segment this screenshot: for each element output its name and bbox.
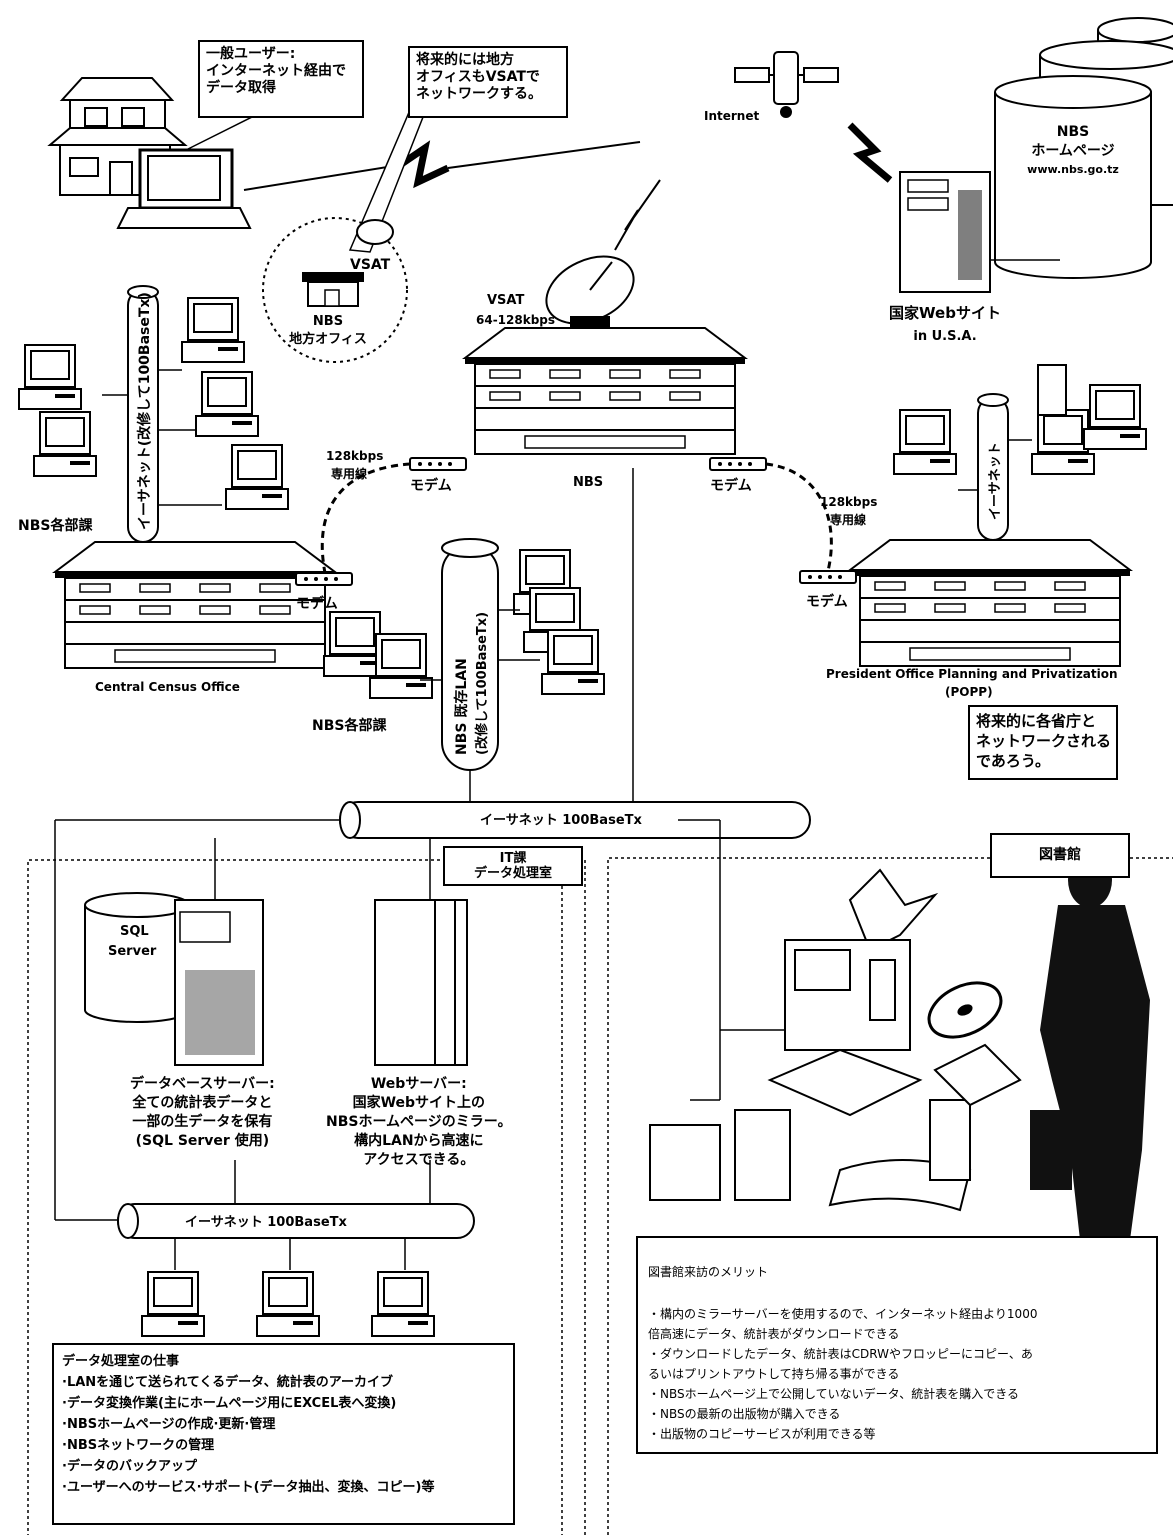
dp-box-item: ·データ変換作業(主にホームページ用にEXCEL表へ変換) — [62, 1396, 397, 1411]
it-section-label: IT課 データ処理室 — [443, 846, 583, 886]
popp-line-2: (POPP) — [945, 685, 993, 699]
regional-office-boundary — [262, 217, 408, 363]
web-server-icon — [374, 899, 468, 1066]
ethernet-vertical-right-label: イーサネット — [988, 442, 1003, 520]
sql-server-icon — [84, 892, 190, 1023]
leased-left-line-1: 128kbps — [326, 449, 383, 463]
library-box-item: 倍高速にデータ、統計表がダウンロードできる — [648, 1327, 900, 1341]
nbs-homepage-line-3: www.nbs.go.tz — [1027, 163, 1119, 176]
nbs-lan-line-1: NBS 既存LAN — [453, 658, 470, 755]
regional-office-line-1: NBS — [313, 314, 343, 329]
general-user-note: 一般ユーザー: インターネット経由で データ取得 — [198, 40, 364, 118]
ethernet-sub-label: イーサネット 100BaseTx — [185, 1215, 348, 1230]
library-box-title: 図書館来訪のメリット — [648, 1265, 769, 1279]
regional-office-building — [302, 219, 394, 307]
dp-box-item: ·ユーザーへのサービス·サポート(データ抽出、変換、コピー)等 — [62, 1480, 435, 1495]
dp-box-item: ·NBSネットワークの管理 — [62, 1438, 215, 1453]
library-merits-box: 図書館来訪のメリット ・構内のミラーサーバーを使用するので、インターネット経由よ… — [636, 1236, 1158, 1454]
nbs-lan-pipe — [441, 538, 499, 771]
nbs-depts-center-label: NBS各部課 — [312, 717, 387, 734]
ethernet-pipe-right — [977, 393, 1009, 541]
library-box-item: ・NBSホームページ上で公開していないデータ、統計表を購入できる — [648, 1387, 1020, 1401]
nbs-depts-left-label: NBS各部課 — [18, 517, 93, 534]
dp-box-title: データ処理室の仕事 — [62, 1354, 180, 1369]
national-site-line-2: in U.S.A. — [913, 329, 976, 344]
ethernet-vertical-left-label: イーサネット(改修して100BaseTx) — [136, 292, 153, 530]
popp-line-1: President Office Planning and Privatizat… — [826, 667, 1118, 681]
library-box-item: ・構内のミラーサーバーを使用するので、インターネット経由より1000 — [648, 1307, 1038, 1321]
sql-line-1: SQL — [120, 924, 149, 939]
internet-label: Internet — [704, 109, 759, 123]
central-census-building — [54, 541, 336, 669]
nbs-label: NBS — [573, 475, 603, 490]
house-illustration — [47, 77, 188, 196]
satellite-icon — [734, 51, 839, 118]
data-processing-duties-box: データ処理室の仕事 ·LANを通じて送られてくるデータ、統計表のアーカイブ ·デ… — [52, 1343, 515, 1525]
ethernet-pipe-left — [127, 285, 159, 543]
laptop-illustration — [116, 148, 252, 229]
ethernet-sub-pipe — [117, 1203, 475, 1239]
modem-label-4: モデム — [806, 593, 848, 610]
modem-label-1: モデム — [410, 477, 452, 494]
library-box-item: ・ダウンロードしたデータ、統計表はCDRWやフロッピーにコピー、あ — [648, 1347, 1033, 1361]
library-label: 図書館 — [990, 833, 1130, 878]
sql-line-2: Server — [108, 944, 157, 959]
dp-box-item: ·データのバックアップ — [62, 1459, 197, 1474]
future-ministries-note: 将来的に各省庁と ネットワークされる であろう。 — [968, 705, 1118, 780]
nbs-homepage-line-1: NBS — [1057, 124, 1089, 140]
ethernet-main-label: イーサネット 100BaseTx — [480, 813, 643, 828]
regional-office-line-2: 地方オフィス — [289, 331, 367, 347]
library-equipment-illustration — [649, 868, 1022, 1212]
leased-left-line-2: 専用線 — [331, 466, 367, 481]
library-box-item: ・NBSの最新の出版物が購入できる — [648, 1407, 841, 1421]
library-box-item: ・出版物のコピーサービスが利用できる等 — [648, 1427, 876, 1441]
modem-label-2: モデム — [710, 477, 752, 494]
leased-right-line-1: 128kbps — [820, 495, 877, 509]
vsat-main-line-2: 64-128kbps — [476, 313, 555, 327]
ethernet-main-pipe — [339, 801, 811, 839]
central-census-label: Central Census Office — [95, 680, 240, 694]
modem-label-3: モデム — [296, 595, 338, 612]
nbs-main-building — [464, 327, 746, 455]
national-site-line-1: 国家Webサイト — [889, 304, 1001, 322]
db-server-caption: データベースサーバー: 全ての統計表データと 一部の生データを保有 (SQL S… — [130, 1076, 275, 1149]
nbs-homepage-server-icon — [994, 17, 1173, 279]
leased-right-line-2: 専用線 — [830, 512, 866, 527]
web-server-caption: Webサーバー: 国家Webサイト上の NBSホームページのミラー。 構内LAN… — [326, 1076, 512, 1168]
dp-box-item: ·LANを通じて送られてくるデータ、統計表のアーカイブ — [62, 1375, 393, 1390]
database-server-icon — [174, 899, 264, 1066]
popp-building — [849, 539, 1131, 667]
businessman-silhouette — [1030, 852, 1150, 1240]
vsat-main-line-1: VSAT — [487, 293, 524, 308]
vsat-small-label: VSAT — [350, 257, 391, 273]
nbs-homepage-line-2: ホームページ — [1031, 143, 1114, 159]
dp-box-item: ·NBSホームページの作成·更新·管理 — [62, 1417, 276, 1432]
national-web-server-icon — [899, 171, 1060, 293]
nbs-lan-line-2: (改修して100BaseTx) — [474, 612, 490, 755]
vsat-dish-icon — [545, 255, 635, 330]
library-box-item: るいはプリントアウトして持ち帰る事ができる — [648, 1367, 900, 1381]
future-vsat-note: 将来的には地方 オフィスもVSATで ネットワークする。 — [408, 46, 568, 118]
